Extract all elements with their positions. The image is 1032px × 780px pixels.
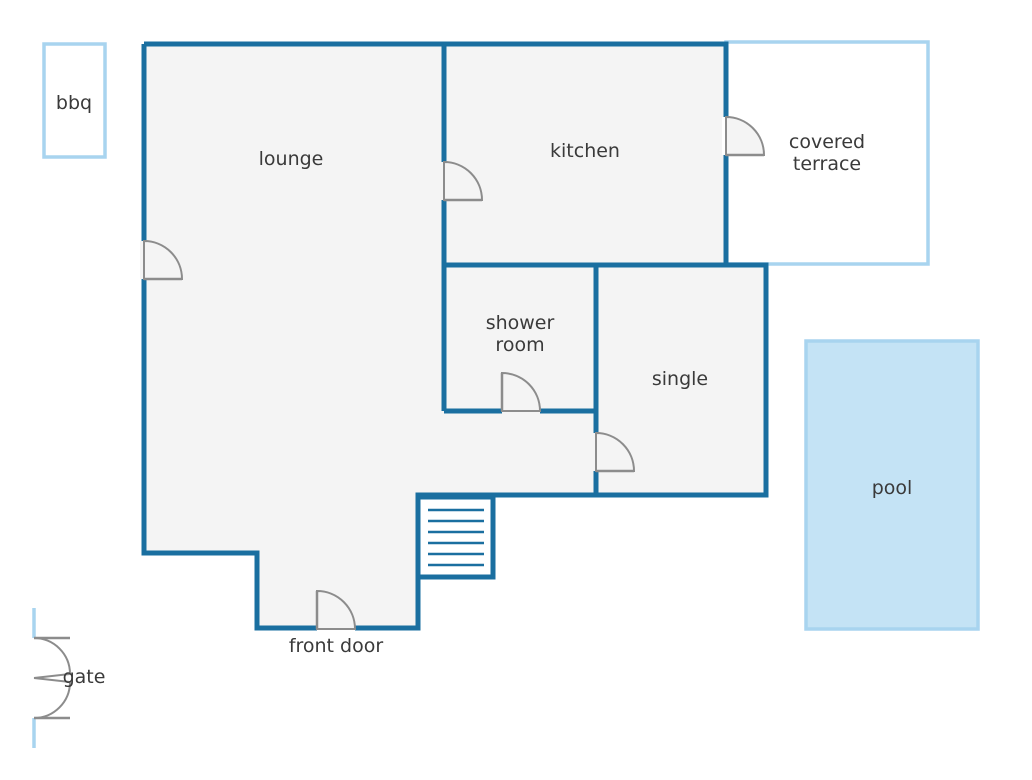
- terrace-door[interactable]: [722, 115, 766, 157]
- shower-room-label-line2: room: [495, 334, 544, 356]
- pool-area[interactable]: [804, 339, 980, 631]
- gate[interactable]: [32, 608, 72, 748]
- single-room-door[interactable]: [592, 431, 636, 473]
- front-door[interactable]: [315, 589, 357, 633]
- outer-wall: [141, 41, 769, 631]
- bbq-area[interactable]: [42, 42, 107, 159]
- stairs[interactable]: [415, 494, 496, 580]
- bbq-label: bbq: [56, 92, 92, 114]
- lounge-label: lounge: [259, 148, 324, 170]
- gate-label: gate: [63, 666, 106, 688]
- front-door-label: front door: [289, 635, 384, 657]
- lounge-side-door[interactable]: [140, 239, 184, 281]
- kitchen-door[interactable]: [440, 160, 484, 202]
- single-label: single: [652, 368, 708, 390]
- house-floor: [144, 44, 766, 628]
- covered-terrace-label-line1: covered: [789, 131, 865, 153]
- kitchen-label: kitchen: [550, 140, 620, 162]
- shower-room-door[interactable]: [500, 371, 542, 416]
- pool-label: pool: [872, 477, 913, 499]
- covered-terrace-label-line2: terrace: [793, 153, 861, 175]
- shower-room-label-line1: shower: [486, 312, 555, 334]
